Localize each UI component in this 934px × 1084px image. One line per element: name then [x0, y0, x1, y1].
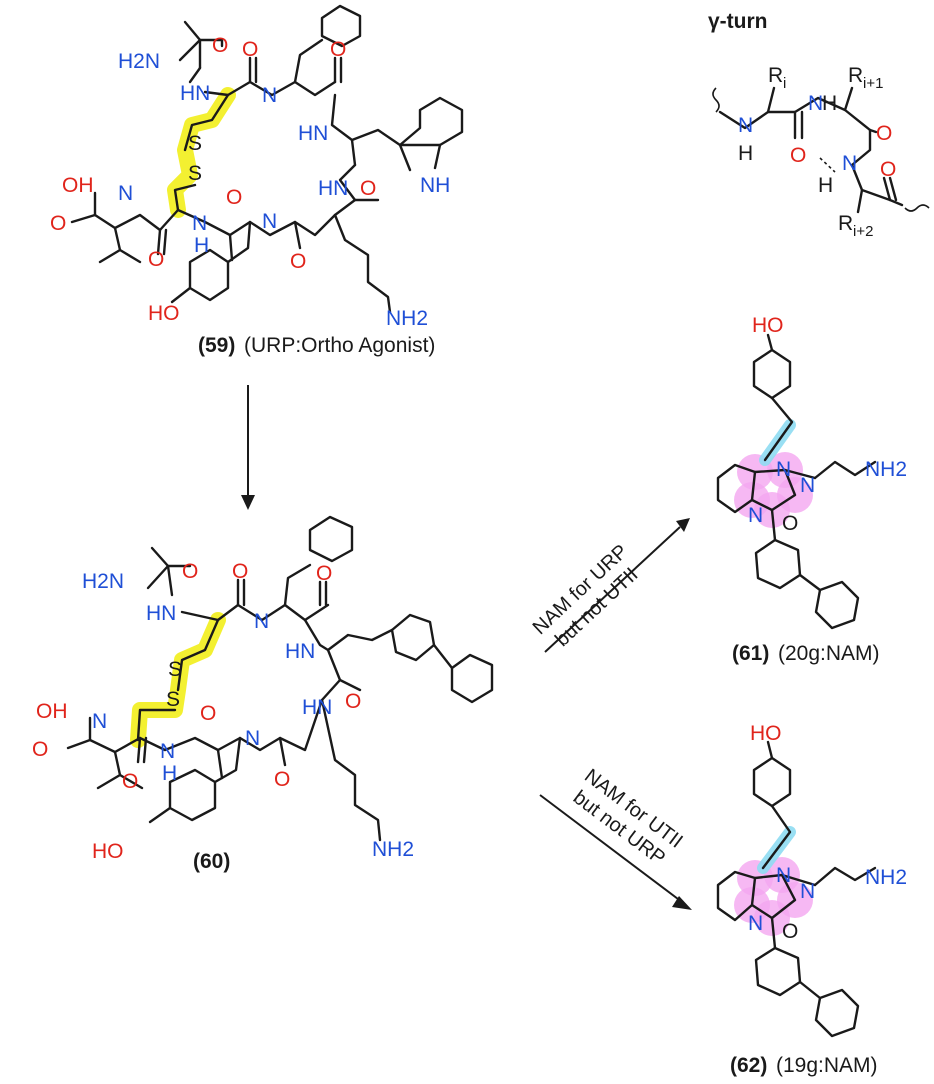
atom-hn2: HN [285, 640, 315, 663]
atom-h-cys: H [194, 234, 209, 257]
atom-n3: N [748, 504, 763, 527]
atom-n3: N [748, 912, 763, 935]
atom-n-tyr: N [245, 727, 260, 750]
atom-n1: N [776, 458, 791, 481]
atom-r-i1-sub: i+1 [863, 75, 883, 92]
atom-hn3: HN [302, 696, 332, 719]
arrow-upper: NAM for URP but not UTII [529, 518, 690, 653]
compound-61-structure: HO N N N O NH2 (61) (20g:NAM) [716, 314, 907, 665]
atom-nh2: NH2 [372, 838, 414, 861]
compound-62-structure: HO N N N O NH2 (62) (19g:NAM) [716, 722, 907, 1077]
atom-r-i1: R [848, 64, 863, 87]
atom-o2: O [242, 38, 258, 61]
compound-60-number: (60) [193, 850, 230, 873]
atom-n-tyr: N [262, 210, 277, 233]
atom-s2: S [166, 688, 180, 711]
atom-h2n: H2N [118, 50, 160, 73]
atom-o-acid: O [32, 738, 48, 761]
atom-n1: N [738, 114, 753, 137]
atom-o6: O [200, 702, 216, 725]
atom-n-cys: N [192, 212, 207, 235]
atom-o6: O [226, 186, 242, 209]
atom-nh2: NH2 [386, 307, 428, 330]
atom-o1: O [790, 144, 806, 167]
compound-62-number: (62) [730, 1054, 767, 1077]
atom-h1: H [738, 142, 753, 165]
atom-o5: O [148, 248, 164, 271]
atom-o4: O [345, 690, 361, 713]
atom-nh2: NH2 [865, 866, 907, 889]
atom-ho-tyr: HO [92, 840, 124, 863]
atom-o7: O [274, 768, 290, 791]
atom-s1: S [168, 658, 182, 681]
atom-n1: N [776, 864, 791, 887]
atom-r-i2: R [838, 212, 853, 235]
gamma-turn-structure: γ-turn R i N H O N H R i+1 O N H O R i+2 [708, 10, 930, 240]
arrow-lower: NAM for UTII but not URP [539, 765, 692, 910]
atom-o7: O [290, 250, 306, 273]
atom-r-i: R [768, 64, 783, 87]
atom-n2: N [800, 880, 815, 903]
atom-hn2: HN [298, 122, 328, 145]
atom-nh-indole: NH [420, 174, 450, 197]
arrow-down [241, 385, 255, 510]
compound-59-structure: H2N O HN O N O HN S S NH HN O OH O N O N… [50, 4, 464, 357]
compound-61-desc: (20g:NAM) [778, 642, 880, 665]
atom-oh: OH [62, 174, 94, 197]
atom-n2: N [842, 152, 857, 175]
atom-o3: O [330, 38, 346, 61]
atom-n-val: N [92, 710, 107, 733]
atom-o2: O [876, 122, 892, 145]
atom-nh2: NH2 [865, 458, 907, 481]
atom-hn3: HN [318, 177, 348, 200]
atom-hn1: HN [180, 82, 210, 105]
compound-59-number: (59) [198, 334, 235, 357]
compound-61-number: (61) [732, 642, 769, 665]
atom-r-i-sub: i [783, 75, 786, 92]
compound-60-structure: H2N O HN O N O HN S S HN O OH O N O N H … [32, 515, 494, 873]
compound-62-desc: (19g:NAM) [776, 1054, 878, 1077]
compound-59-desc: (URP:Ortho Agonist) [244, 334, 435, 357]
atom-hn-h: H [822, 92, 837, 115]
atom-s2: S [188, 162, 202, 185]
atom-o-acid: O [50, 212, 66, 235]
atom-h2n: H2N [82, 570, 124, 593]
atom-o1: O [212, 34, 228, 57]
atom-hn: N [808, 92, 823, 115]
atom-h-cys: H [162, 762, 177, 785]
atom-ho: HO [752, 314, 784, 337]
atom-n2: N [800, 474, 815, 497]
atom-o2: O [232, 560, 248, 583]
atom-n-val: N [118, 182, 133, 205]
atom-hn1: HN [146, 602, 176, 625]
atom-o4: O [360, 177, 376, 200]
atom-ho: HO [750, 722, 782, 745]
atom-s1: S [188, 132, 202, 155]
atom-ho-tyr: HO [148, 302, 180, 325]
atom-n1: N [254, 610, 269, 633]
atom-o: O [782, 920, 798, 943]
gamma-turn-title: γ-turn [708, 10, 768, 33]
atom-o3: O [316, 562, 332, 585]
atom-o: O [782, 512, 798, 535]
atom-n-cys: N [160, 740, 175, 763]
atom-h2: H [818, 174, 833, 197]
atom-n1: N [262, 84, 277, 107]
atom-o5: O [122, 770, 138, 793]
atom-r-i2-sub: i+2 [853, 223, 873, 240]
atom-oh: OH [36, 700, 68, 723]
atom-o3: O [880, 158, 896, 181]
atom-o1: O [182, 560, 198, 583]
